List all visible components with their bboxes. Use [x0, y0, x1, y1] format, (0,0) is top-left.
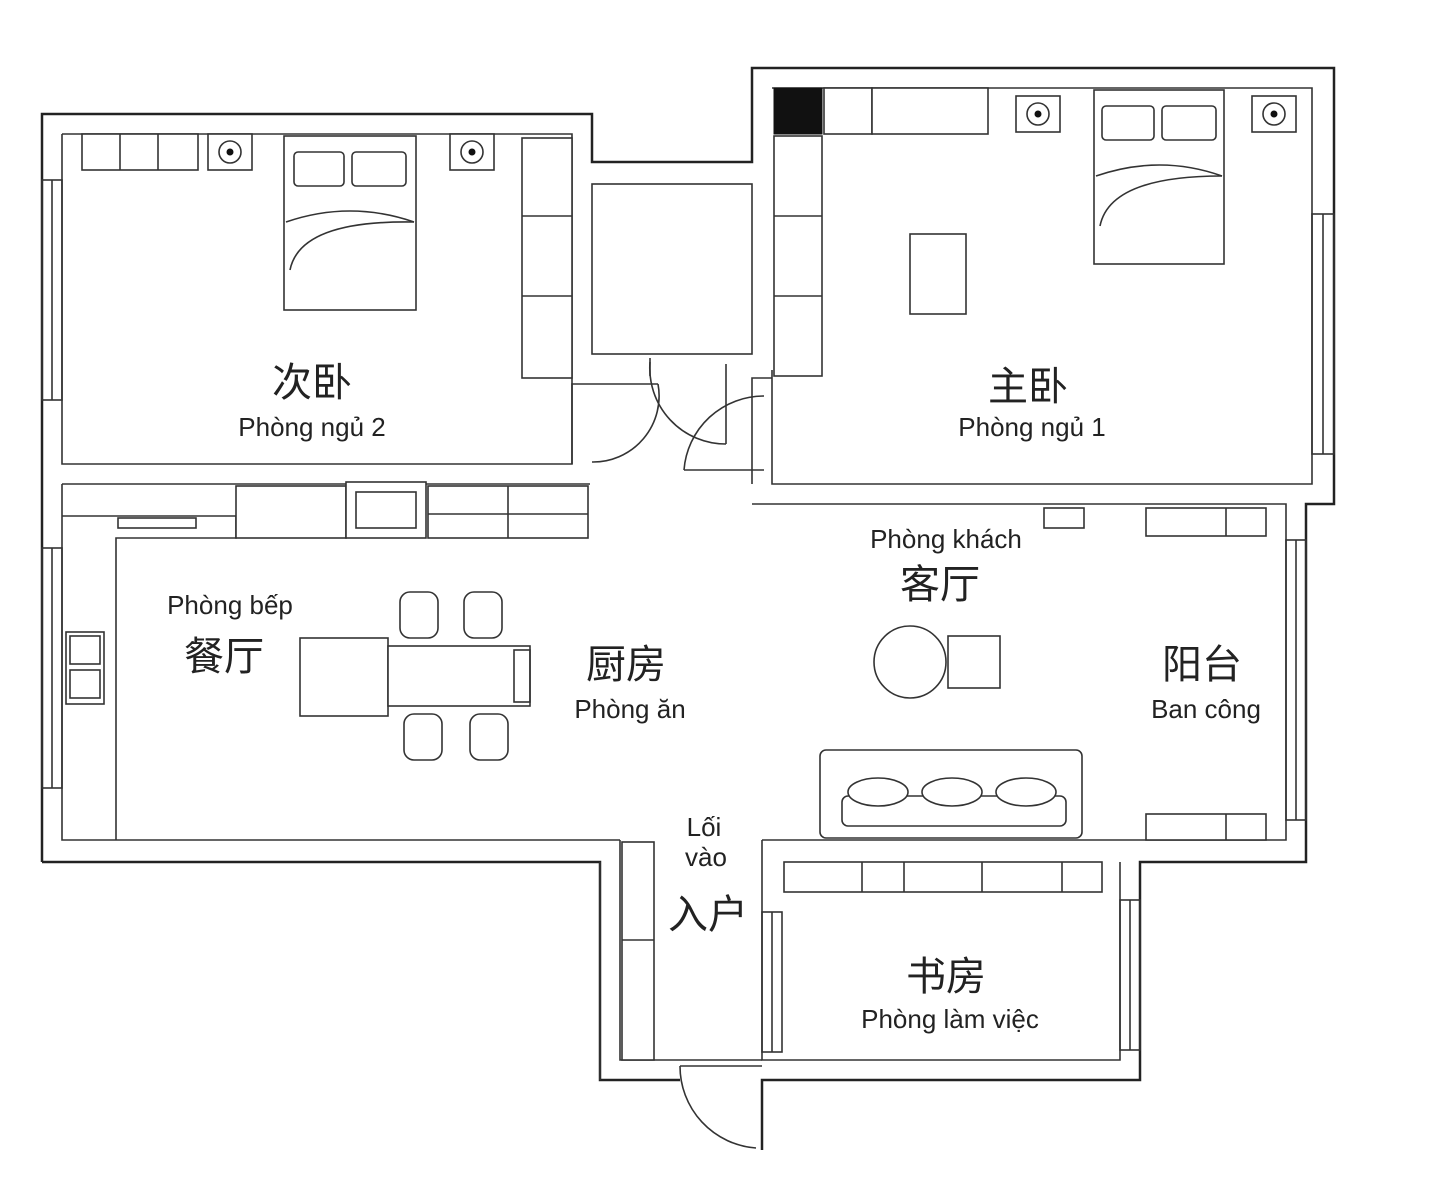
study-label-zh: 书房: [906, 954, 986, 1000]
bedroom2-label-vi: Phòng ngủ 2: [238, 412, 385, 442]
bedroom2-label-zh: 次卧: [272, 360, 352, 406]
living-label-vi: Phòng khách: [870, 524, 1022, 554]
room-labels: 次卧 Phòng ngủ 2 主卧 Phòng ngủ 1 Phòng khác…: [167, 360, 1261, 1034]
balcony-label-vi: Ban công: [1151, 694, 1261, 724]
bedroom2-furniture: [81, 133, 573, 379]
living-furniture: [819, 507, 1267, 841]
entrance-label-vi-2: vào: [685, 842, 727, 872]
entrance-label-zh: 入户: [668, 892, 748, 938]
balcony-label-zh: 阳台: [1162, 642, 1242, 688]
entrance-label-vi-1: Lối: [687, 812, 722, 842]
study-label-vi: Phòng làm việc: [861, 1004, 1039, 1034]
windows: [41, 179, 1335, 1053]
kitchen-furniture: [62, 481, 589, 840]
study-furniture: [621, 841, 1103, 1061]
bedroom1-label-vi: Phòng ngủ 1: [958, 412, 1105, 442]
dining-label-zh: 餐厅: [184, 634, 264, 680]
kitchen-label-vi: Phòng ăn: [574, 694, 685, 724]
doors: [591, 358, 765, 1149]
bedroom1-label-zh: 主卧: [988, 364, 1068, 410]
kitchen-label-zh: 厨房: [586, 642, 666, 688]
dining-label-vi: Phòng bếp: [167, 590, 293, 620]
living-label-zh: 客厅: [900, 562, 980, 608]
bedroom1-furniture: [773, 87, 1297, 377]
